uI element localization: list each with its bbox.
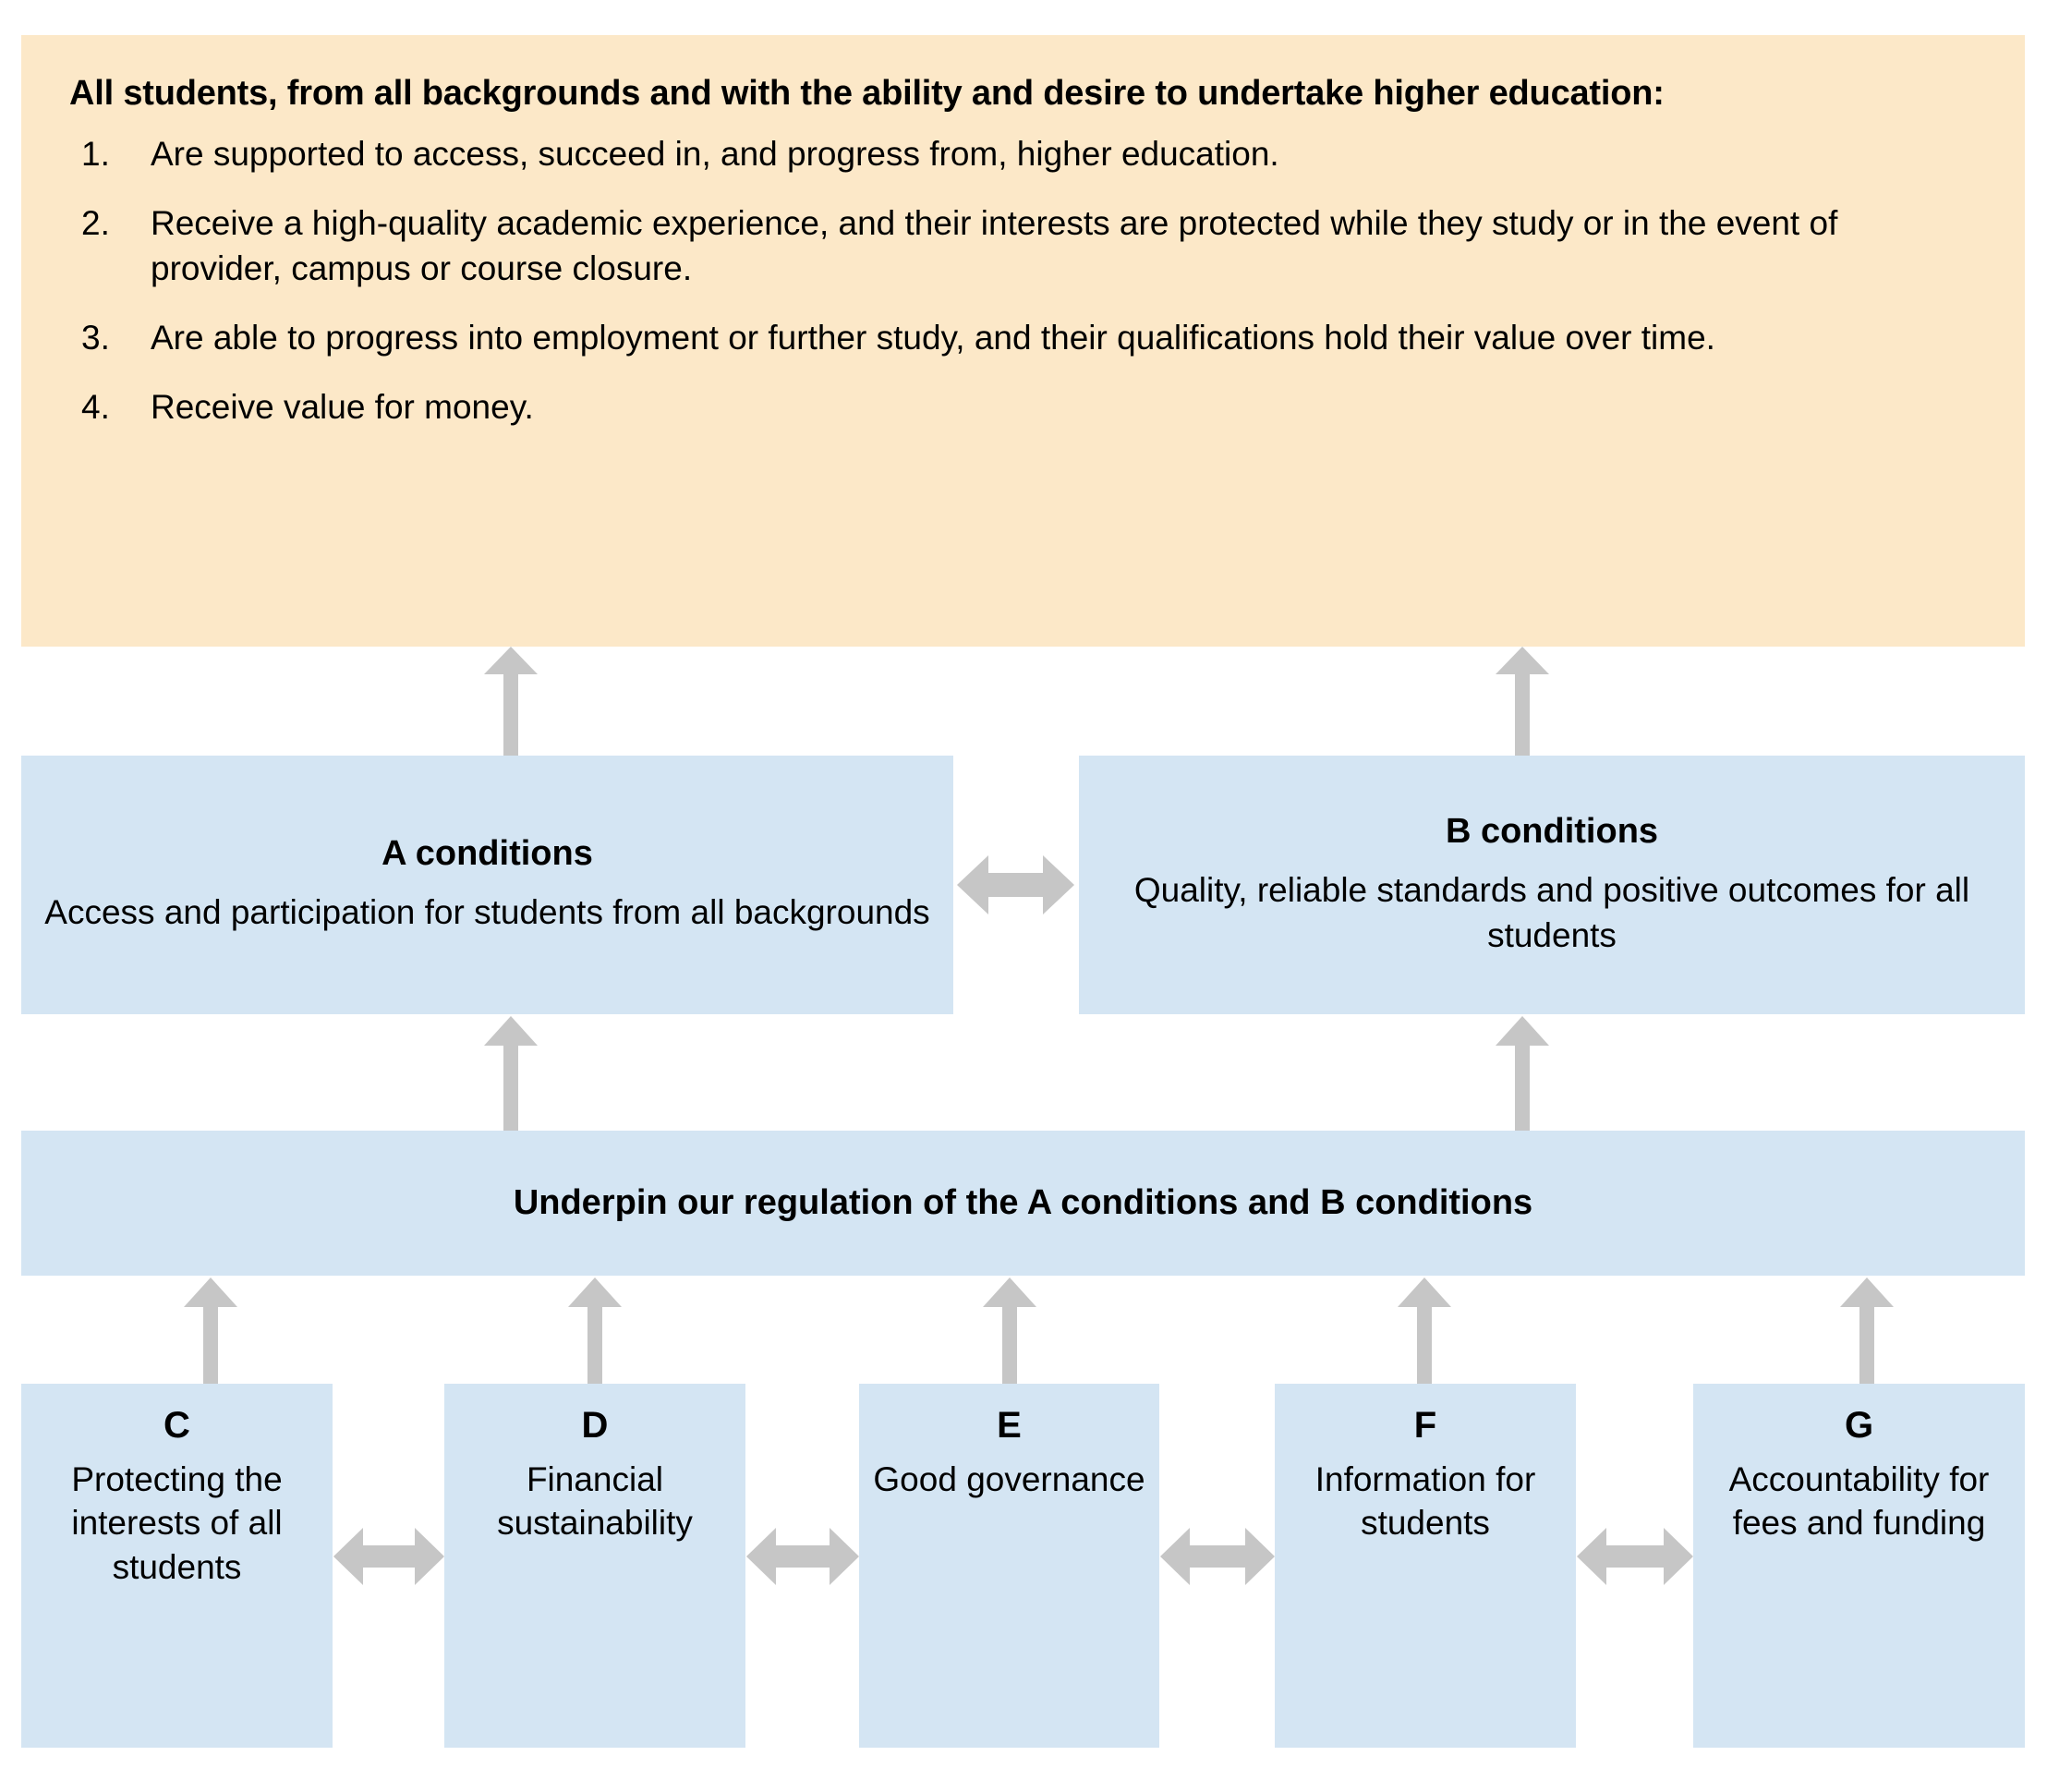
sub-condition-d-label: Financial sustainability (497, 1460, 693, 1543)
outcomes-item-number: 2. (81, 204, 110, 243)
arrow-e-to-underpin-icon (983, 1277, 1036, 1386)
arrow-c-to-underpin-icon (184, 1277, 237, 1386)
outcomes-list-item: 2. Receive a high-quality academic exper… (69, 201, 1977, 292)
sub-condition-box-g[interactable]: G Accountability for fees and funding (1693, 1384, 2025, 1748)
condition-box-a[interactable]: A conditions Access and participation fo… (21, 756, 953, 1014)
condition-b-title: B conditions (1445, 812, 1659, 852)
outcomes-item-number: 1. (81, 135, 110, 174)
student-outcomes-panel: All students, from all backgrounds and w… (21, 35, 2025, 647)
sub-condition-e-label: Good governance (873, 1460, 1145, 1498)
arrow-g-to-underpin-icon (1840, 1277, 1894, 1386)
outcomes-item-number: 4. (81, 387, 110, 426)
outcomes-list-item: 1. Are supported to access, succeed in, … (69, 132, 1977, 177)
sub-condition-box-f[interactable]: F Information for students (1275, 1384, 1576, 1748)
outcomes-list: 1. Are supported to access, succeed in, … (69, 132, 1977, 430)
arrow-d-e-icon (746, 1528, 859, 1585)
condition-a-title: A conditions (382, 834, 593, 874)
arrow-underpin-to-b-icon (1496, 1016, 1549, 1132)
sub-condition-g-letter: G (1844, 1405, 1874, 1446)
sub-condition-box-e[interactable]: E Good governance (859, 1384, 1159, 1748)
sub-condition-c-label: Protecting the interests of all students (71, 1460, 283, 1586)
condition-a-description: Access and participation for students fr… (44, 893, 930, 932)
sub-condition-e-letter: E (997, 1405, 1022, 1446)
sub-condition-c-letter: C (164, 1405, 190, 1446)
sub-condition-f-label: Information for students (1314, 1460, 1536, 1543)
sub-condition-f-letter: F (1413, 1405, 1437, 1446)
outcomes-item-text: Are supported to access, succeed in, and… (151, 135, 1279, 174)
condition-box-b[interactable]: B conditions Quality, reliable standards… (1079, 756, 2025, 1014)
arrow-f-to-underpin-icon (1398, 1277, 1451, 1386)
underpin-text: Underpin our regulation of the A conditi… (513, 1183, 1533, 1222)
arrow-c-d-icon (333, 1528, 444, 1585)
sub-condition-g-label: Accountability for fees and funding (1728, 1460, 1990, 1543)
underpin-band[interactable]: Underpin our regulation of the A conditi… (21, 1131, 2025, 1276)
outcomes-list-item: 4. Receive value for money. (69, 385, 1977, 430)
sub-condition-box-d[interactable]: D Financial sustainability (444, 1384, 745, 1748)
arrow-underpin-to-a-icon (484, 1016, 538, 1132)
outcomes-item-text: Receive value for money. (151, 387, 534, 426)
sub-condition-d-letter: D (581, 1405, 609, 1446)
arrow-f-g-icon (1577, 1528, 1693, 1585)
outcomes-heading: All students, from all backgrounds and w… (69, 74, 1665, 113)
arrow-a-to-outcomes-icon (484, 647, 538, 757)
sub-condition-box-c[interactable]: C Protecting the interests of all studen… (21, 1384, 333, 1748)
arrow-d-to-underpin-icon (568, 1277, 622, 1386)
outcomes-item-text: Are able to progress into employment or … (151, 318, 1715, 357)
arrow-e-f-icon (1160, 1528, 1275, 1585)
condition-b-description: Quality, reliable standards and positive… (1133, 871, 1970, 954)
arrow-b-to-outcomes-icon (1496, 647, 1549, 757)
outcomes-item-number: 3. (81, 318, 110, 357)
outcomes-item-text: Receive a high-quality academic experien… (151, 204, 1838, 287)
outcomes-list-item: 3. Are able to progress into employment … (69, 316, 1977, 361)
arrow-a-b-icon (957, 855, 1074, 914)
